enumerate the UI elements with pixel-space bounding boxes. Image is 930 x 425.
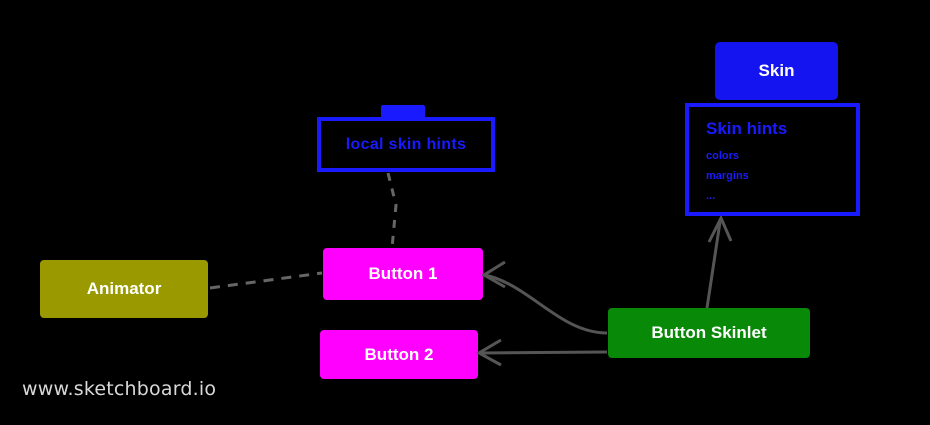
node-button1-label: Button 1 — [368, 264, 438, 283]
note-local-skin-hints-label: local skin hints — [345, 135, 467, 153]
note-local-skin-hints[interactable]: local skin hints — [317, 117, 495, 172]
connector-local-skin-hints-to-button1 — [386, 172, 398, 249]
node-button2[interactable]: Button 2 — [320, 330, 478, 379]
node-animator-label: Animator — [86, 279, 162, 298]
arrowhead-skinlet-to-button2 — [475, 338, 502, 367]
connector-skinlet-to-button2 — [480, 350, 608, 355]
node-skin[interactable]: Skin — [715, 42, 838, 100]
note-skin-hints-item-margins: margins — [706, 170, 749, 182]
note-skin-hints-item-colors: colors — [706, 150, 740, 162]
node-button-skinlet[interactable]: Button Skinlet — [608, 308, 810, 358]
note-skin-hints[interactable]: Skin hints colors margins ... — [685, 103, 860, 216]
arrowhead-skinlet-to-skin-hints — [707, 214, 733, 243]
local-skin-hints-tab — [381, 105, 425, 118]
connector-skinlet-to-skin-hints — [705, 221, 722, 309]
node-animator[interactable]: Animator — [40, 260, 208, 318]
watermark: www.sketchboard.io — [22, 378, 217, 400]
connector-animator-to-button1 — [209, 271, 323, 290]
node-button2-label: Button 2 — [364, 344, 434, 364]
arrowhead-skinlet-to-button1 — [481, 260, 506, 289]
node-button1[interactable]: Button 1 — [323, 248, 483, 300]
node-skin-label: Skin — [758, 61, 795, 80]
note-skin-hints-item-ellipsis: ... — [706, 190, 716, 202]
note-skin-hints-title: Skin hints — [706, 119, 788, 138]
node-button-skinlet-label: Button Skinlet — [651, 323, 767, 342]
connector-skinlet-to-button1 — [484, 273, 608, 335]
